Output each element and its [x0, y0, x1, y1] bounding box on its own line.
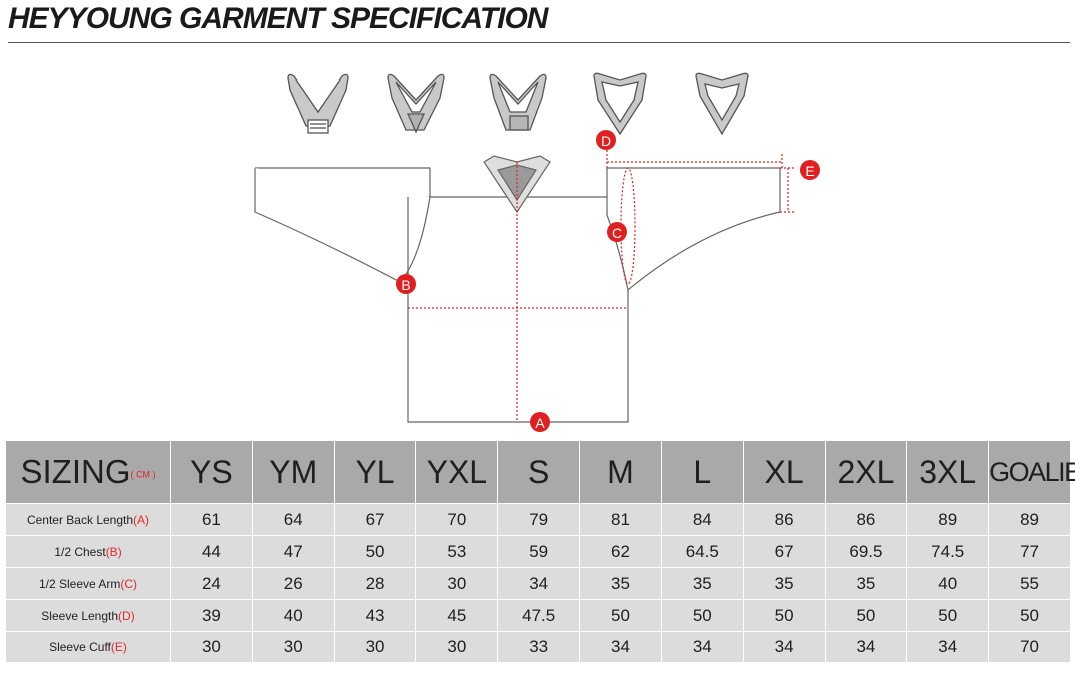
table-row: Center Back Length(A) 61 64 67 70 79 81 …	[6, 504, 1070, 535]
v-insert-collar-icon	[387, 73, 445, 134]
table-cell: 34	[825, 632, 907, 662]
wide-v-neck-collar-icon	[695, 72, 749, 136]
table-cell: 34	[907, 632, 989, 662]
notch-collar-icon	[489, 73, 547, 131]
table-cell: 35	[580, 568, 661, 599]
size-header: YM	[252, 441, 334, 503]
size-header: YS	[171, 441, 252, 503]
table-cell: 61	[171, 504, 252, 535]
table-cell: 74.5	[907, 536, 989, 567]
table-cell: 40	[252, 600, 334, 631]
table-cell: 34	[661, 632, 743, 662]
size-header: L	[661, 441, 743, 503]
size-header: S	[498, 441, 580, 503]
table-cell: 43	[334, 600, 416, 631]
sizing-header: SIZING( CM )	[6, 441, 170, 503]
table-cell: 50	[743, 600, 825, 631]
marker-b: B	[396, 274, 416, 294]
table-cell: 79	[498, 504, 580, 535]
table-cell: 50	[334, 536, 416, 567]
marker-c: C	[607, 222, 627, 242]
table-cell: 30	[416, 632, 498, 662]
table-cell: 64	[252, 504, 334, 535]
marker-a: A	[530, 412, 550, 432]
table-cell: 67	[334, 504, 416, 535]
table-cell: 33	[498, 632, 580, 662]
svg-text:D: D	[601, 133, 611, 149]
row-label: 1/2 Sleeve Arm(C)	[6, 568, 170, 599]
jersey-diagram: A B C D E	[254, 72, 820, 432]
table-cell: 44	[171, 536, 252, 567]
table-cell: 40	[907, 568, 989, 599]
table-cell: 26	[252, 568, 334, 599]
table-cell: 35	[825, 568, 907, 599]
size-chart-table: SIZING( CM ) YS YM YL YXL S M L XL 2XL 3…	[5, 440, 1075, 663]
size-header: YXL	[416, 441, 498, 503]
table-row: Sleeve Cuff(E) 30 30 30 30 33 34 34 34 3…	[6, 632, 1070, 662]
size-header: 2XL	[825, 441, 907, 503]
marker-d: D	[596, 130, 616, 150]
table-cell: 50	[989, 600, 1070, 631]
table-cell: 84	[661, 504, 743, 535]
table-cell: 77	[989, 536, 1070, 567]
table-cell: 47	[252, 536, 334, 567]
table-cell: 81	[580, 504, 661, 535]
table-cell: 34	[580, 632, 661, 662]
table-cell: 67	[743, 536, 825, 567]
table-cell: 30	[334, 632, 416, 662]
table-row: 1/2 Sleeve Arm(C) 24 26 28 30 34 35 35 3…	[6, 568, 1070, 599]
page-title: HEYYOUNG GARMENT SPECIFICATION	[8, 2, 548, 35]
table-cell: 89	[989, 504, 1070, 535]
size-header: XL	[743, 441, 825, 503]
size-header: 3XL	[907, 441, 989, 503]
title-divider	[8, 42, 1070, 43]
size-header-row: SIZING( CM ) YS YM YL YXL S M L XL 2XL 3…	[6, 441, 1075, 503]
table-cell: 50	[580, 600, 661, 631]
table-cell: 70	[989, 632, 1070, 662]
table-cell: 70	[416, 504, 498, 535]
table-cell: 30	[171, 632, 252, 662]
v-neck-collar-icon	[593, 72, 647, 136]
table-cell: 53	[416, 536, 498, 567]
table-cell: 24	[171, 568, 252, 599]
table-cell: 50	[825, 600, 907, 631]
table-cell: 34	[498, 568, 580, 599]
table-cell: 47.5	[498, 600, 580, 631]
svg-text:C: C	[612, 225, 622, 241]
row-label: Sleeve Cuff(E)	[6, 632, 170, 662]
table-cell: 28	[334, 568, 416, 599]
table-row: 1/2 Chest(B) 44 47 50 53 59 62 64.5 67 6…	[6, 536, 1070, 567]
table-cell: 30	[416, 568, 498, 599]
table-cell: 89	[907, 504, 989, 535]
measurement-guides	[408, 150, 796, 422]
table-cell: 64.5	[661, 536, 743, 567]
marker-e: E	[800, 160, 820, 180]
row-label: Center Back Length(A)	[6, 504, 170, 535]
svg-text:E: E	[805, 163, 814, 179]
table-cell: 50	[907, 600, 989, 631]
table-cell: 35	[743, 568, 825, 599]
table-cell: 30	[252, 632, 334, 662]
table-cell: 86	[743, 504, 825, 535]
table-cell: 55	[989, 568, 1070, 599]
unit-label: ( CM )	[130, 469, 156, 480]
lace-up-collar-icon	[287, 73, 349, 134]
table-cell: 34	[743, 632, 825, 662]
row-label: Sleeve Length(D)	[6, 600, 170, 631]
row-label: 1/2 Chest(B)	[6, 536, 170, 567]
table-cell: 50	[661, 600, 743, 631]
table-cell: 39	[171, 600, 252, 631]
svg-text:B: B	[401, 277, 410, 293]
svg-text:A: A	[535, 415, 545, 431]
table-cell: 86	[825, 504, 907, 535]
table-cell: 35	[661, 568, 743, 599]
table-cell: 62	[580, 536, 661, 567]
table-cell: 69.5	[825, 536, 907, 567]
table-cell: 59	[498, 536, 580, 567]
size-header: M	[580, 441, 661, 503]
size-header: GOALIE	[989, 441, 1075, 503]
table-row: Sleeve Length(D) 39 40 43 45 47.5 50 50 …	[6, 600, 1070, 631]
table-cell: 45	[416, 600, 498, 631]
size-header: YL	[334, 441, 416, 503]
